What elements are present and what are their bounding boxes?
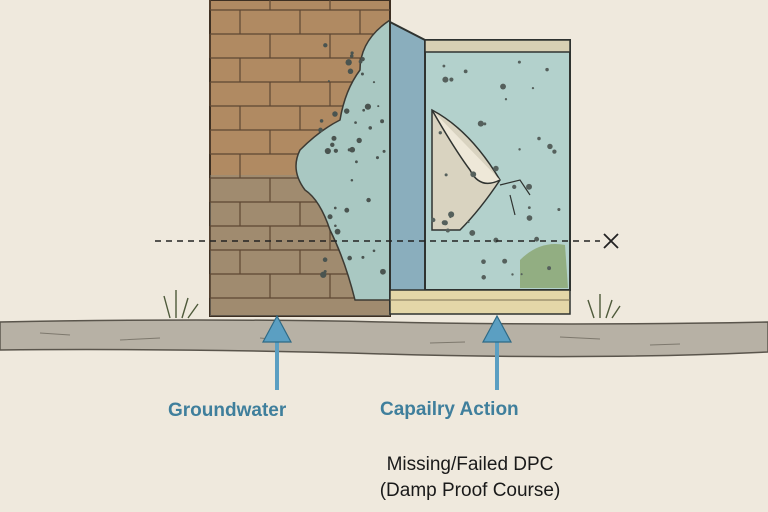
plaster-exposed bbox=[295, 18, 391, 301]
grass-tufts bbox=[163, 290, 621, 319]
capillary-action-label: Capailry Action bbox=[380, 399, 519, 420]
dpc-line bbox=[155, 233, 619, 249]
caption-line-1: Missing/Failed DPC bbox=[386, 454, 554, 475]
ground bbox=[0, 319, 768, 358]
up-arrow-icon bbox=[261, 314, 293, 390]
groundwater-label: Groundwater bbox=[168, 400, 287, 421]
corner-post bbox=[389, 20, 426, 311]
up-arrow-icon bbox=[481, 314, 513, 390]
x-mark-icon bbox=[603, 233, 619, 249]
caption-line-2: (Damp Proof Course) bbox=[379, 480, 561, 501]
dpc-caption: Missing/Failed DPC (Damp Proof Course) bbox=[300, 452, 640, 504]
plastered-wall bbox=[389, 39, 571, 315]
